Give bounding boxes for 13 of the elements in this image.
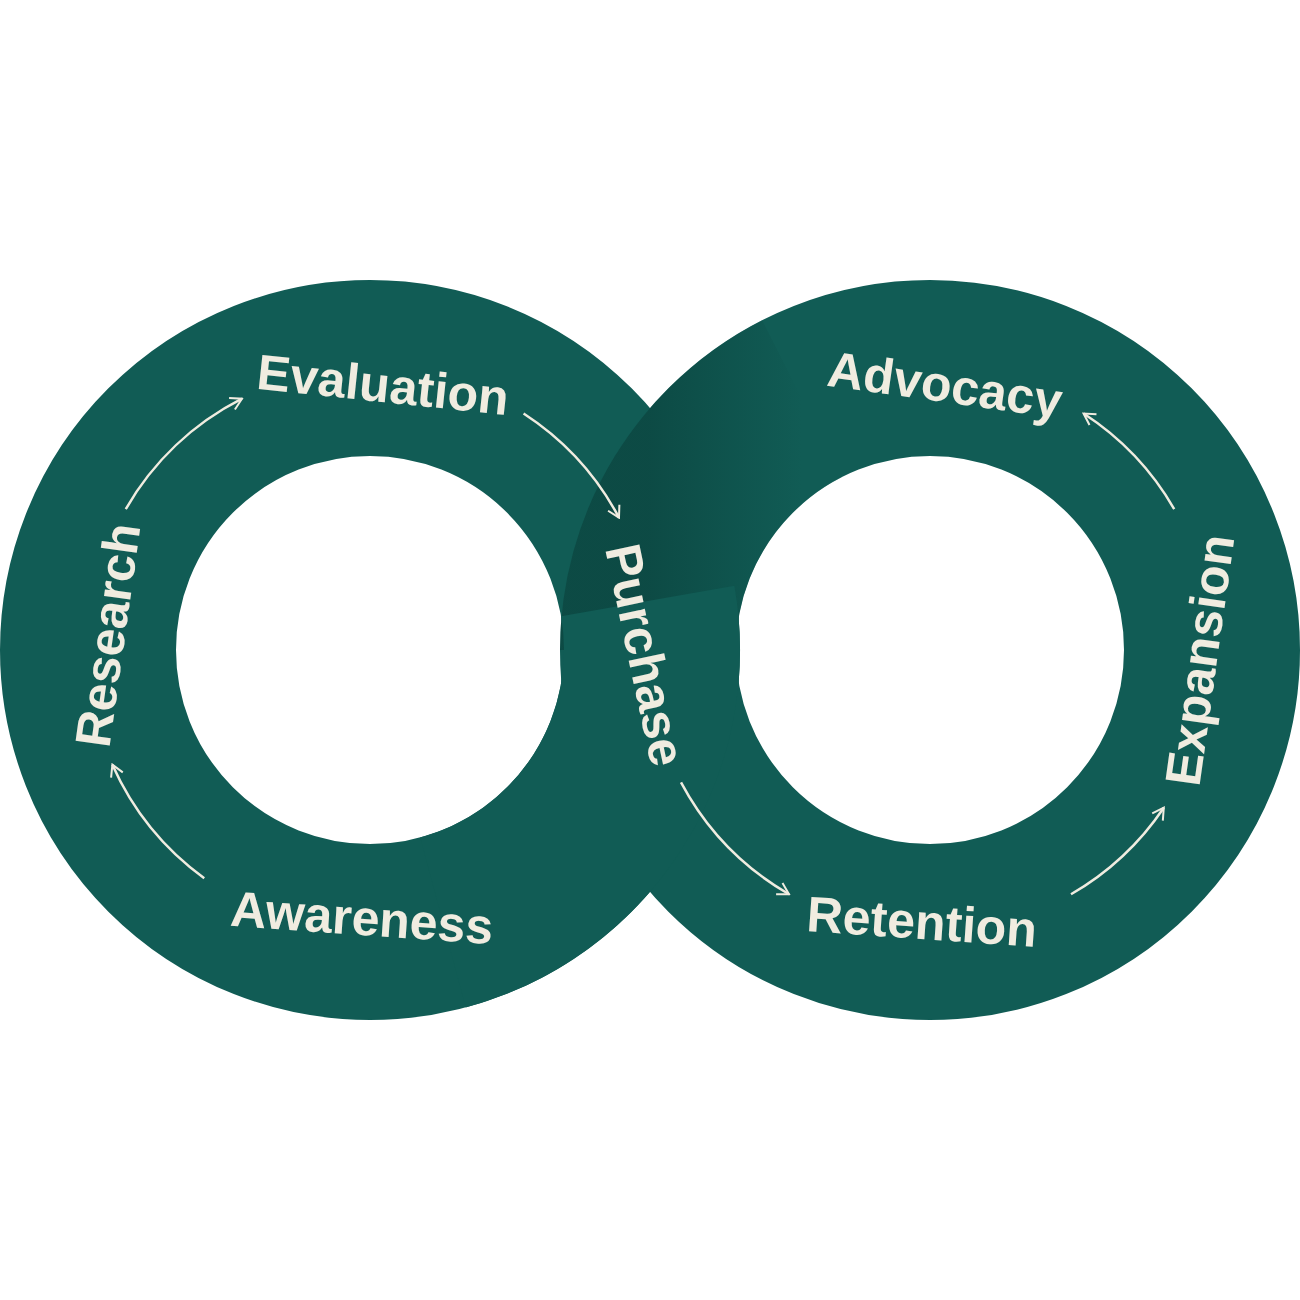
arrow xyxy=(1070,806,1165,896)
stage-label: Awareness xyxy=(229,883,495,953)
stage-label: Research xyxy=(67,520,149,750)
stage-label: Expansion xyxy=(1157,531,1243,789)
arrow xyxy=(110,763,206,880)
arrow xyxy=(124,397,243,510)
stage-label: Retention xyxy=(805,889,1039,955)
arrow xyxy=(679,781,790,896)
arrow xyxy=(522,412,621,519)
arrow xyxy=(1082,412,1176,510)
stage-label: Purchase xyxy=(597,539,693,771)
stage-label: Advocacy xyxy=(824,343,1066,427)
stage-label: Evaluation xyxy=(254,346,512,424)
